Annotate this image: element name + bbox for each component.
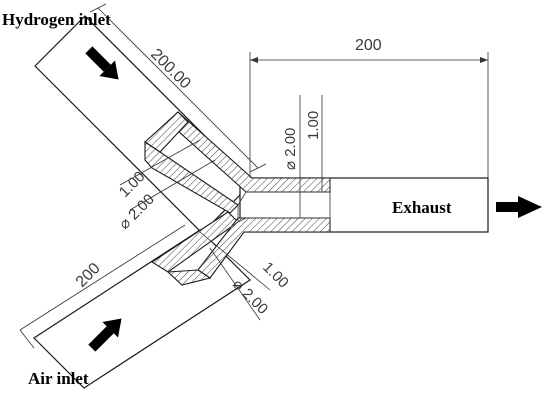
- exhaust-length-dimension: 200: [355, 37, 382, 54]
- hydrogen-dimension-line: [97, 7, 259, 169]
- hydrogen-wall-leader: [119, 139, 201, 186]
- air-flow-arrow: [88, 318, 122, 352]
- hydrogen-diameter-dimension: ⌀ 2.00: [116, 191, 158, 233]
- exhaust-flow-arrow: [496, 196, 542, 218]
- air-length-dimension: 200: [73, 260, 104, 291]
- exhaust-diameter-dimension: ⌀ 2.00: [282, 128, 299, 170]
- exhaust-wall-dimension: 1.00: [305, 111, 322, 140]
- air-diameter-leader: [209, 247, 261, 321]
- hydrogen-inlet-label: Hydrogen inlet: [2, 10, 111, 29]
- hydrogen-dimension-tick-end: [249, 163, 267, 173]
- hydrogen-dimension-tick-start: [89, 3, 107, 13]
- air-wall-leader: [199, 231, 271, 291]
- junction-wall-bottom: [166, 269, 212, 286]
- air-dimension-line: [19, 224, 186, 331]
- air-diameter-dimension: ⌀ 2.00: [229, 276, 271, 318]
- inner-passage-lines-lower: [167, 217, 330, 273]
- inner-passage-lines: [159, 151, 330, 206]
- exhaust-dim-arrow-left: [250, 57, 258, 63]
- air-wall-dimension: 1.00: [259, 259, 292, 292]
- exhaust-dim-arrow-right: [480, 57, 488, 63]
- exhaust-label: Exhaust: [392, 198, 452, 217]
- air-inlet-label: Air inlet: [28, 369, 89, 388]
- hydrogen-flow-arrow: [85, 46, 119, 80]
- air-dimension-tick-start: [19, 329, 35, 349]
- air-inlet-pipe: [33, 229, 251, 389]
- hydrogen-diameter-leader: [129, 159, 216, 211]
